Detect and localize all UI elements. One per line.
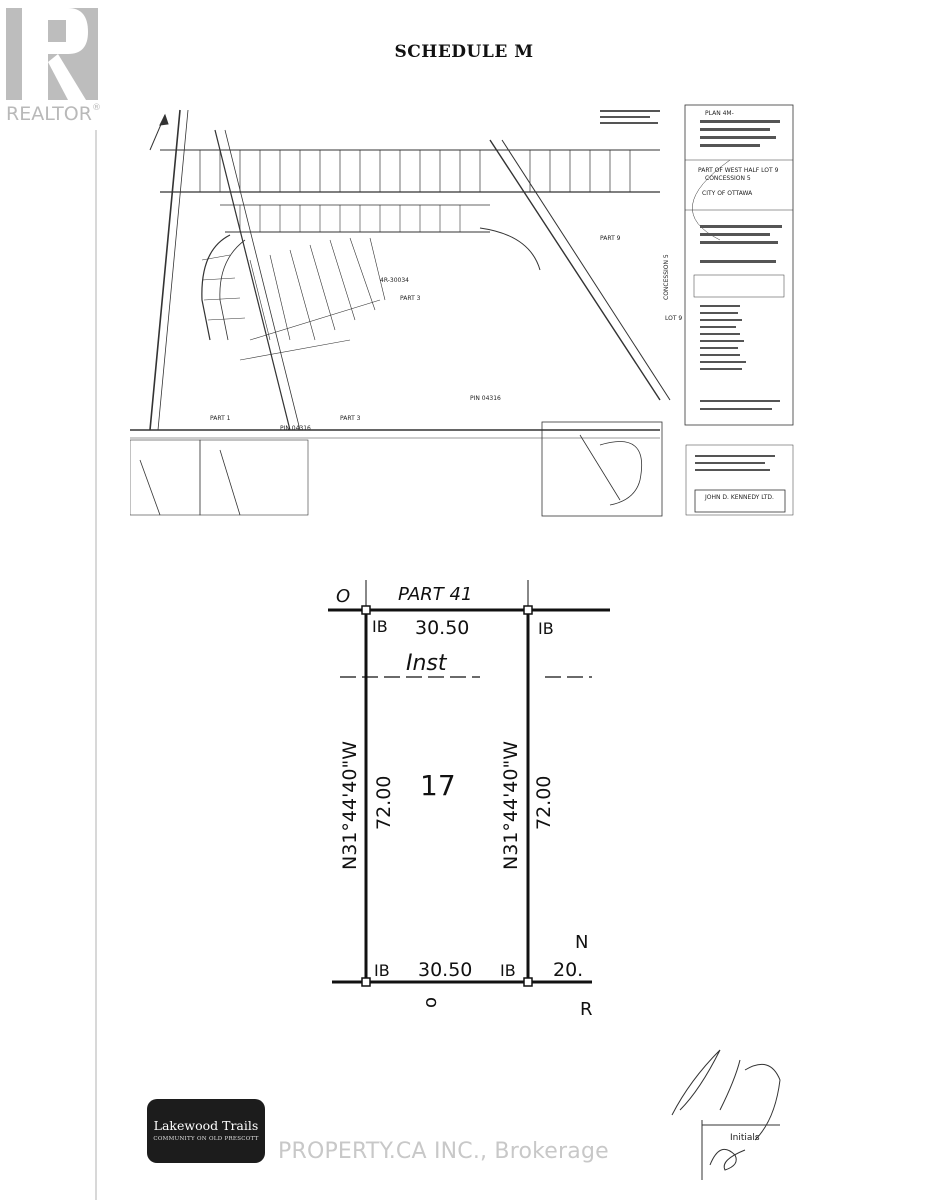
initials-signature: Initials xyxy=(671,1049,781,1180)
ib-bottom-right: IB xyxy=(500,961,516,980)
realtor-wordmark: REALTOR® xyxy=(6,103,101,125)
surveyor-label: JOHN D. KENNEDY LTD. xyxy=(704,494,774,501)
page-title: SCHEDULE M xyxy=(394,42,534,62)
lakewood-trails-logo: Lakewood Trails COMMUNITY ON OLD PRESCOT… xyxy=(147,1099,265,1163)
bottom-o-mark: o xyxy=(420,997,441,1008)
brand-tagline: COMMUNITY ON OLD PRESCOTT xyxy=(153,1136,259,1142)
pin-right-label: PIN 04316 xyxy=(470,395,501,402)
side-dimension-right: 72.00 xyxy=(533,776,555,830)
plan-number-label: PLAN 4M- xyxy=(705,110,734,117)
top-dimension: 30.50 xyxy=(415,617,469,639)
reference-plan-label: 4R-30034 xyxy=(380,277,409,284)
page-margin-line xyxy=(95,130,97,1200)
lot-17-detail: O PART 41 IB 30.50 IB Inst 17 N31°44'40"… xyxy=(328,580,610,1020)
part-3-label: PART 3 xyxy=(340,415,361,422)
initials-label: Initials xyxy=(730,1133,760,1143)
brokerage-watermark: PROPERTY.CA INC., Brokerage xyxy=(278,1139,609,1164)
realtor-logo xyxy=(6,8,98,100)
n-mark: N xyxy=(575,932,588,953)
part-main-label: PART 3 xyxy=(400,295,421,302)
ib-top-right: IB xyxy=(538,619,554,638)
bottom-dimension-left: 30.50 xyxy=(418,959,472,981)
r-mark: R xyxy=(580,999,593,1020)
brand-name: Lakewood Trails xyxy=(153,1118,259,1133)
subdivision-plan: PLAN 4M- PART OF WEST HALF LOT 9 CONCESS… xyxy=(130,104,794,517)
concession-label: CONCESSION 5 xyxy=(705,175,751,182)
city-label: CITY OF OTTAWA xyxy=(702,190,753,197)
part-1-label: PART 1 xyxy=(210,415,231,422)
bearing-right: N31°44'40"W xyxy=(500,741,522,870)
part-9-label: PART 9 xyxy=(600,235,621,242)
bottom-dimension-right: 20. xyxy=(553,959,583,981)
pin-left-label: PIN 04316 xyxy=(280,425,311,432)
lot-9-label: LOT 9 xyxy=(665,315,682,322)
inst-label: Inst xyxy=(406,651,448,676)
lot-number: 17 xyxy=(420,769,456,802)
bearing-left: N31°44'40"W xyxy=(339,741,361,870)
ib-bottom-left: IB xyxy=(374,961,390,980)
part-41-label: PART 41 xyxy=(398,584,472,605)
side-dimension-left: 72.00 xyxy=(373,776,395,830)
part-lot-label: PART OF WEST HALF LOT 9 xyxy=(698,167,779,174)
ib-top-left: IB xyxy=(372,617,388,636)
corner-mark: O xyxy=(336,586,350,607)
concession-vertical-label: CONCESSION 5 xyxy=(663,254,670,300)
